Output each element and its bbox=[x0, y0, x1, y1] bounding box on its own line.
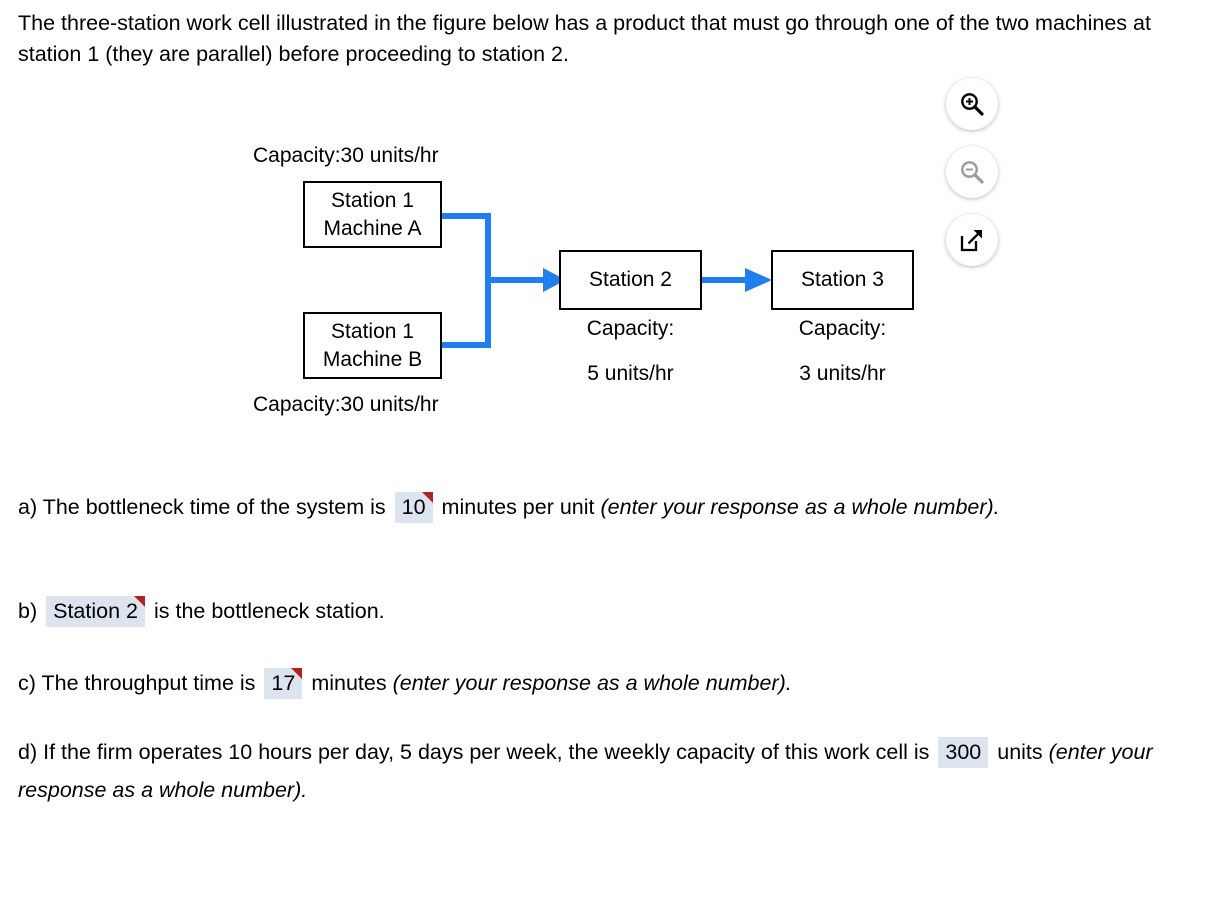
capacity-label-station-2-line1: Capacity: bbox=[586, 317, 675, 340]
answer-d-mid: units bbox=[997, 740, 1043, 764]
zoom-out-icon[interactable] bbox=[946, 146, 998, 198]
answer-c-mid: minutes bbox=[311, 671, 387, 695]
answer-c-hint: (enter your response as a whole number). bbox=[392, 671, 792, 695]
answer-b-input[interactable]: Station 2 bbox=[46, 596, 145, 627]
work-cell-figure: Capacity:30 units/hr Station 1 Machine A… bbox=[0, 130, 940, 430]
answer-a-prefix: a) The bottleneck time of the system is bbox=[18, 495, 386, 519]
answer-a-input[interactable]: 10 bbox=[394, 492, 433, 523]
answer-part-d: d) If the firm operates 10 hours per day… bbox=[18, 733, 1198, 809]
box-station-3: Station 3 bbox=[771, 250, 914, 310]
box-station1-machine-a-line2: Machine A bbox=[323, 216, 422, 240]
box-station1-machine-b-line1: Station 1 bbox=[331, 319, 414, 343]
capacity-label-station-3-line1: Capacity: bbox=[798, 317, 887, 340]
answer-b-prefix: b) bbox=[18, 599, 38, 623]
capacity-label-machine-a: Capacity:30 units/hr bbox=[253, 144, 439, 167]
answer-part-a: a) The bottleneck time of the system is … bbox=[18, 488, 1128, 526]
answer-d-hint: (enter your response as a whole number). bbox=[18, 740, 1153, 802]
answer-d-input[interactable]: 300 bbox=[938, 737, 989, 768]
box-station-3-title: Station 3 bbox=[801, 268, 884, 291]
box-station1-machine-a-line1: Station 1 bbox=[331, 188, 414, 212]
answer-part-c: c) The throughput time is 17 minutes (en… bbox=[18, 664, 792, 702]
zoom-in-icon[interactable] bbox=[946, 78, 998, 130]
open-in-new-window-icon[interactable] bbox=[946, 214, 998, 266]
capacity-label-station-3-line2: 3 units/hr bbox=[799, 362, 886, 385]
box-station-2-title: Station 2 bbox=[589, 268, 672, 291]
answer-a-mid: minutes per unit bbox=[441, 495, 595, 519]
capacity-label-station-2-line2: 5 units/hr bbox=[587, 362, 674, 385]
question-stem: The three-station work cell illustrated … bbox=[18, 11, 1151, 66]
box-station-2: Station 2 bbox=[559, 250, 702, 310]
answer-c-input[interactable]: 17 bbox=[264, 668, 303, 699]
box-station1-machine-a: Station 1 Machine A bbox=[303, 181, 442, 248]
box-station1-machine-b: Station 1 Machine B bbox=[303, 312, 442, 379]
answer-d-prefix: d) If the firm operates 10 hours per day… bbox=[18, 740, 930, 764]
answer-c-prefix: c) The throughput time is bbox=[18, 671, 256, 695]
figure-toolbar bbox=[946, 78, 1000, 282]
box-station1-machine-b-line2: Machine B bbox=[322, 347, 423, 371]
answer-b-suffix: is the bottleneck station. bbox=[153, 599, 385, 623]
answer-a-hint: (enter your response as a whole number). bbox=[600, 495, 1000, 519]
capacity-label-machine-b: Capacity:30 units/hr bbox=[253, 393, 439, 416]
answer-part-b: b) Station 2 is the bottleneck station. bbox=[18, 592, 385, 630]
